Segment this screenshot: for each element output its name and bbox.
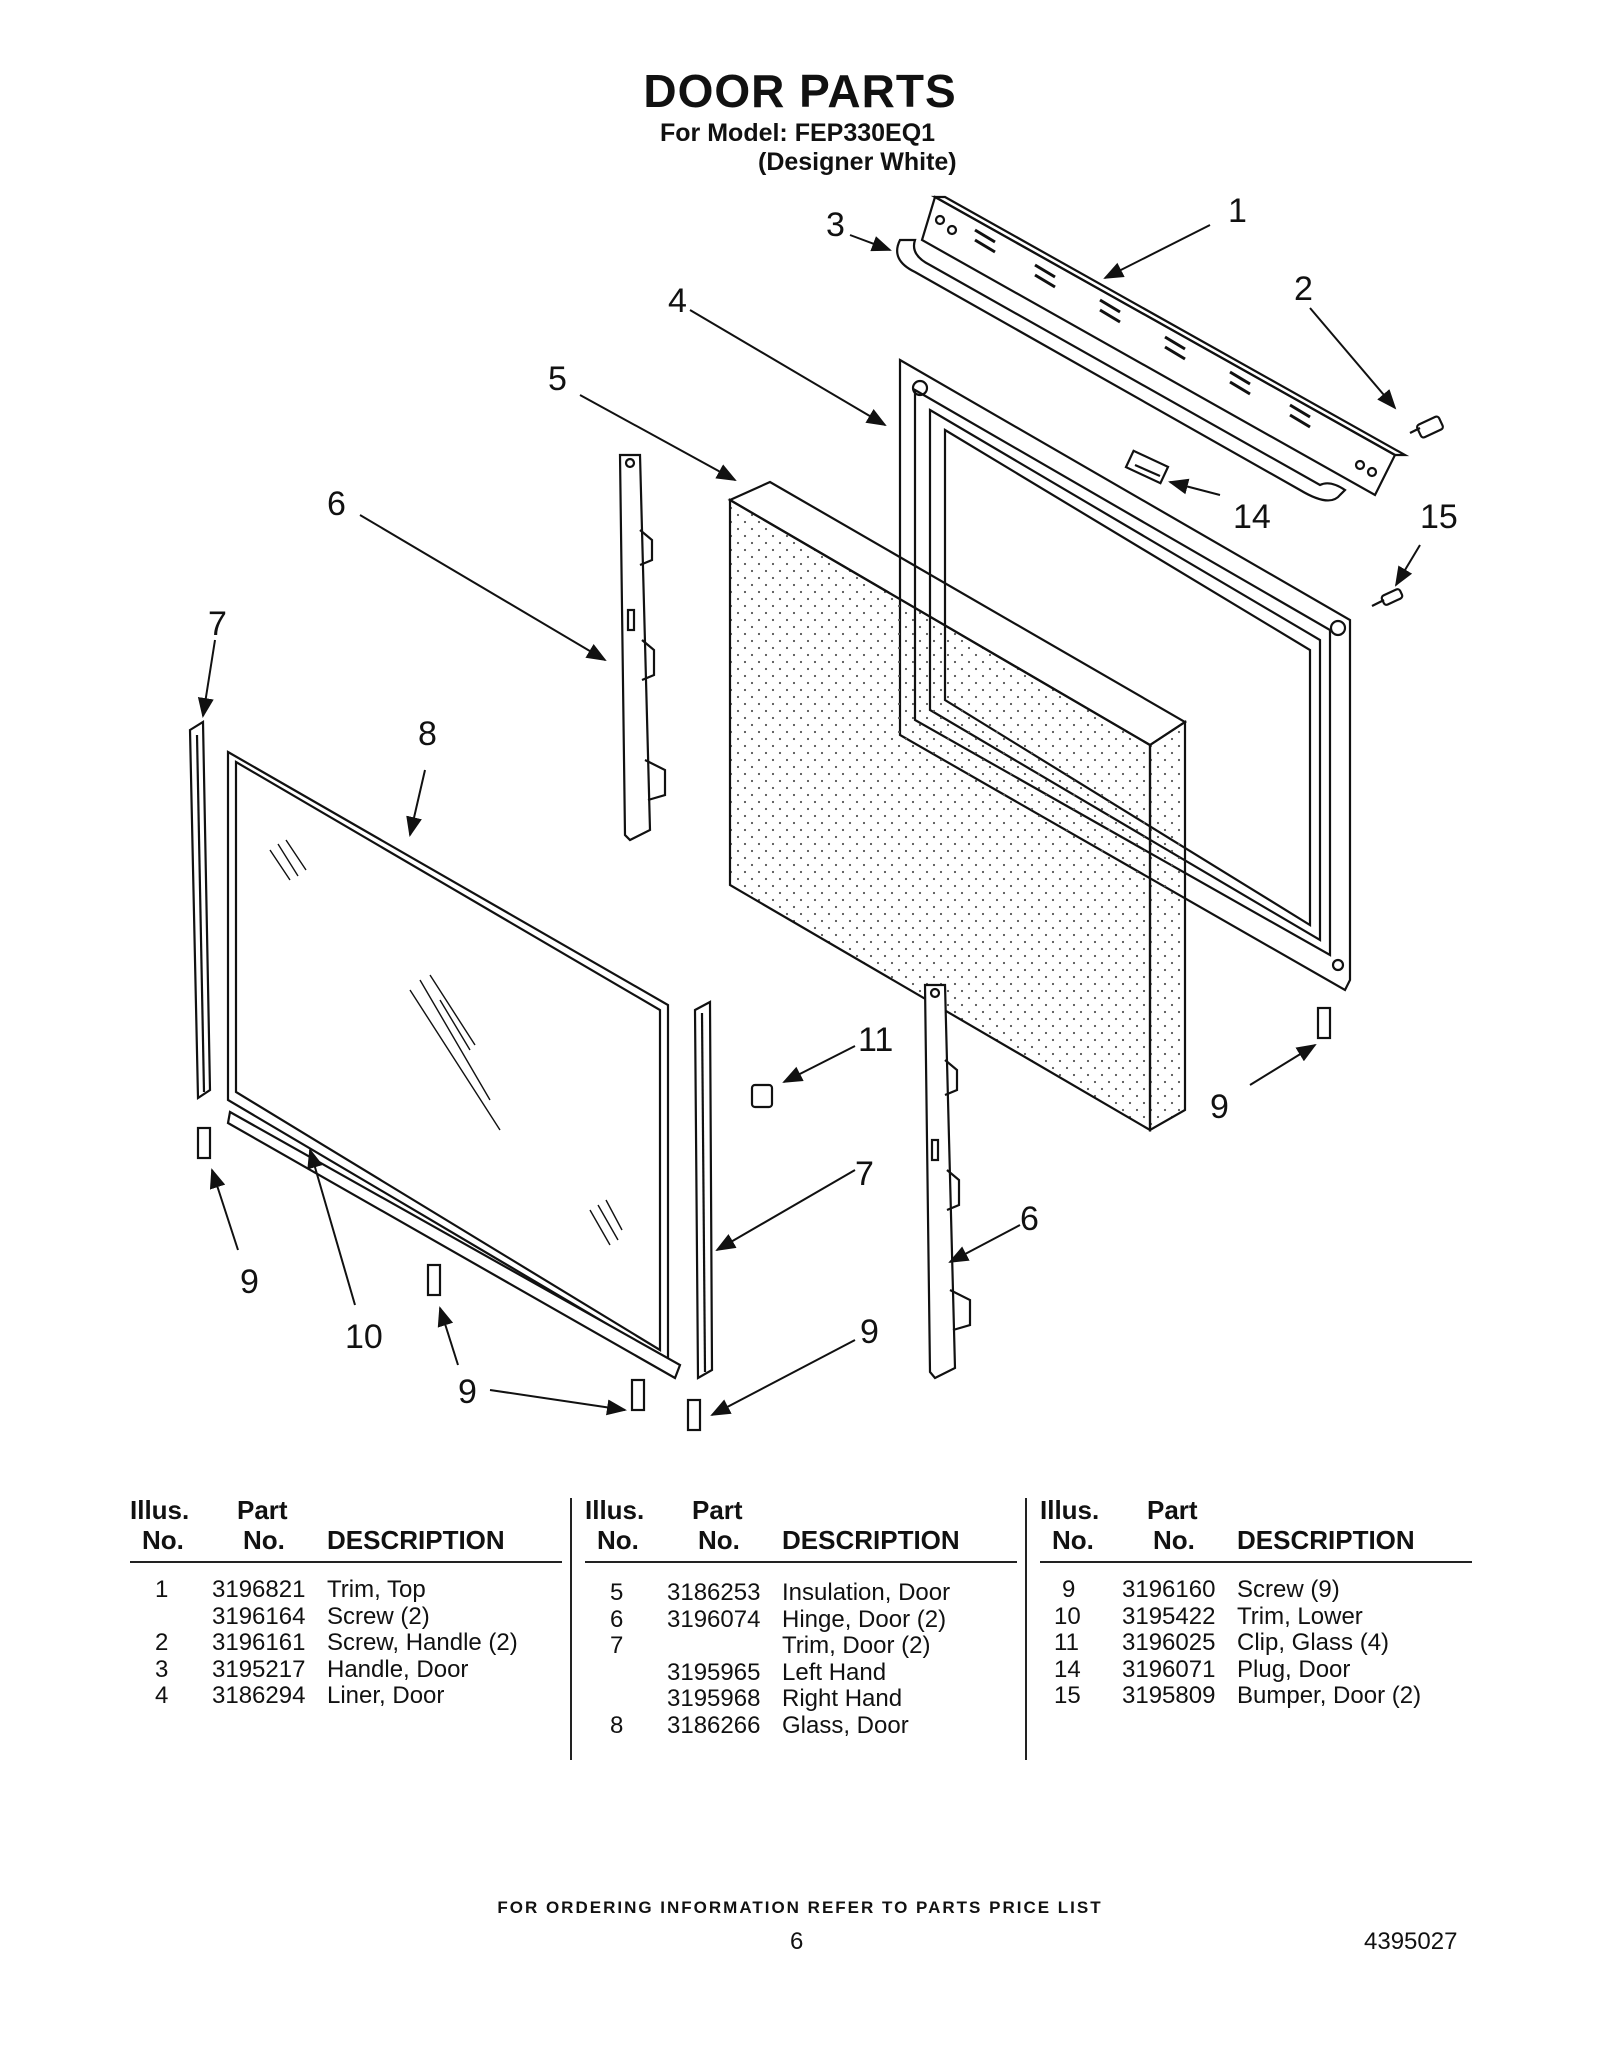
header-rule xyxy=(585,1561,1017,1563)
header-rule xyxy=(1040,1561,1472,1563)
screw-part-9 xyxy=(196,1006,1332,1432)
door-glass-part xyxy=(226,750,670,1362)
header-description: DESCRIPTION xyxy=(327,1525,505,1555)
lower-trim-part xyxy=(226,1110,682,1380)
page-number: 6 xyxy=(790,1928,804,1955)
document-number: 4395027 xyxy=(1364,1928,1458,1955)
trim-part-right-hand xyxy=(693,1000,714,1380)
header-illus: Illus. xyxy=(585,1495,645,1525)
screw-part-2 xyxy=(1409,415,1444,439)
column-divider xyxy=(570,1498,572,1760)
callout-7-right: 7 xyxy=(855,1155,874,1193)
handle-part xyxy=(896,238,1347,502)
door-bumper-part xyxy=(1371,588,1404,607)
header-part-no: No. xyxy=(1153,1525,1195,1555)
callout-11: 11 xyxy=(858,1021,893,1059)
callout-leaders xyxy=(197,224,1421,1416)
variant-line: (Designer White) xyxy=(758,148,957,176)
callout-6-upper: 6 xyxy=(327,485,346,523)
header-part-no: No. xyxy=(698,1525,740,1555)
page-title: DOOR PARTS xyxy=(643,65,957,117)
callout-7-left: 7 xyxy=(208,605,227,643)
header-part: Part xyxy=(692,1495,743,1525)
header-part: Part xyxy=(1147,1495,1198,1525)
header-illus: Illus. xyxy=(1040,1495,1100,1525)
callout-labels: 1 2 3 4 5 6 6 7 7 8 9 9 9 9 10 11 14 15 xyxy=(208,192,1458,1411)
hinge-part-lower xyxy=(923,983,972,1380)
callout-9-center: 9 xyxy=(860,1313,879,1351)
column-divider xyxy=(1025,1498,1027,1760)
header-rule xyxy=(130,1561,562,1563)
header-illus-no: No. xyxy=(142,1525,184,1555)
header-illus-no: No. xyxy=(1052,1525,1094,1555)
header-part: Part xyxy=(237,1495,288,1525)
callout-4: 4 xyxy=(668,282,687,320)
header-description: DESCRIPTION xyxy=(1237,1525,1415,1555)
callout-14: 14 xyxy=(1233,498,1271,536)
model-line: For Model: FEP330EQ1 xyxy=(660,119,936,147)
door-plug-part xyxy=(1124,449,1170,485)
ordering-note: FOR ORDERING INFORMATION REFER TO PARTS … xyxy=(497,1898,1103,1917)
callout-9-right: 9 xyxy=(1210,1088,1229,1126)
callout-3: 3 xyxy=(826,206,845,244)
callout-15: 15 xyxy=(1420,498,1458,536)
header-illus: Illus. xyxy=(130,1495,190,1525)
header-description: DESCRIPTION xyxy=(782,1525,960,1555)
callout-9-bottom: 9 xyxy=(458,1373,477,1411)
insulation-part xyxy=(727,480,1188,1132)
callout-5: 5 xyxy=(548,360,567,398)
hinge-part-upper xyxy=(618,453,667,842)
callout-10: 10 xyxy=(345,1318,383,1356)
callout-8: 8 xyxy=(418,715,437,753)
callout-1: 1 xyxy=(1228,192,1247,230)
callout-6-lower: 6 xyxy=(1020,1200,1039,1238)
header-part-no: No. xyxy=(243,1525,285,1555)
exploded-parts-diagram: 1 2 3 4 5 6 6 7 7 8 9 9 9 9 10 11 14 15 xyxy=(188,192,1458,1432)
top-trim-part xyxy=(920,195,1410,497)
callout-2: 2 xyxy=(1294,270,1313,308)
glass-clip-part xyxy=(750,1083,774,1109)
header-illus-no: No. xyxy=(597,1525,639,1555)
trim-part-left-hand xyxy=(188,720,212,1101)
callout-9-left: 9 xyxy=(240,1263,259,1301)
